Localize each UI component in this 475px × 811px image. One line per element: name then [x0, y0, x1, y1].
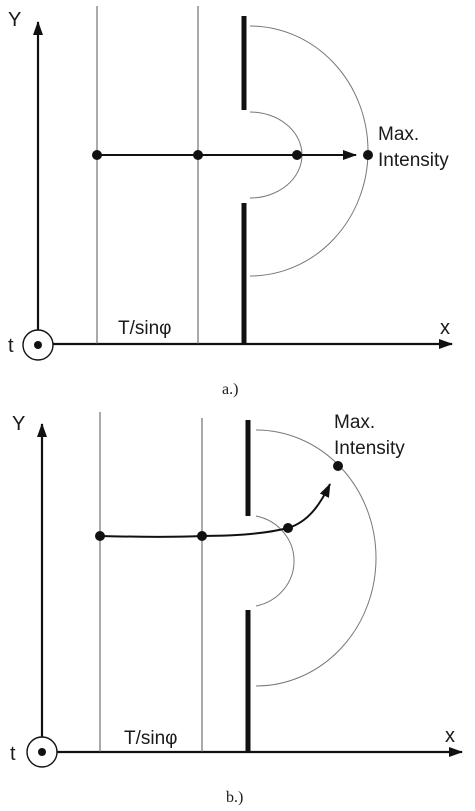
ray-point-3	[283, 523, 293, 533]
outer-wavefront-arc	[255, 429, 377, 687]
t-axis-out-of-plane-icon	[22, 329, 54, 361]
panel-b: Y x t Max. Intensity T/sinφ b.)	[10, 412, 463, 806]
max-label-line2: Intensity	[334, 438, 405, 459]
ray-point-1	[92, 150, 102, 160]
thickness-label: T/sinφ	[124, 728, 178, 749]
t-axis-label: t	[10, 743, 16, 765]
max-label-line1: Max.	[378, 124, 419, 145]
max-label-line1: Max.	[334, 412, 375, 433]
thickness-label: T/sinφ	[118, 318, 172, 339]
ray-point-1	[95, 531, 105, 541]
outer-wavefront-arc	[249, 25, 369, 277]
max-intensity-point	[363, 150, 373, 160]
t-axis-out-of-plane-icon	[26, 736, 58, 768]
y-axis-label: Y	[8, 9, 21, 31]
x-axis-label: x	[440, 317, 450, 339]
curved-ray-arrow	[99, 483, 331, 538]
ray-point-2	[193, 150, 203, 160]
max-intensity-point	[333, 461, 343, 471]
panel-b-caption: b.)	[226, 789, 243, 806]
t-axis-label: t	[8, 335, 14, 357]
max-label-line2: Intensity	[378, 150, 449, 171]
ray-point-3	[292, 150, 302, 160]
panel-a: Y x t Max. Intensity T/sinφ a.)	[8, 6, 453, 398]
x-axis-label: x	[445, 725, 455, 747]
y-axis-label: Y	[12, 413, 25, 435]
inner-wavefront-arc	[255, 515, 295, 607]
ray-point-2	[197, 531, 207, 541]
panel-a-caption: a.)	[222, 381, 238, 398]
